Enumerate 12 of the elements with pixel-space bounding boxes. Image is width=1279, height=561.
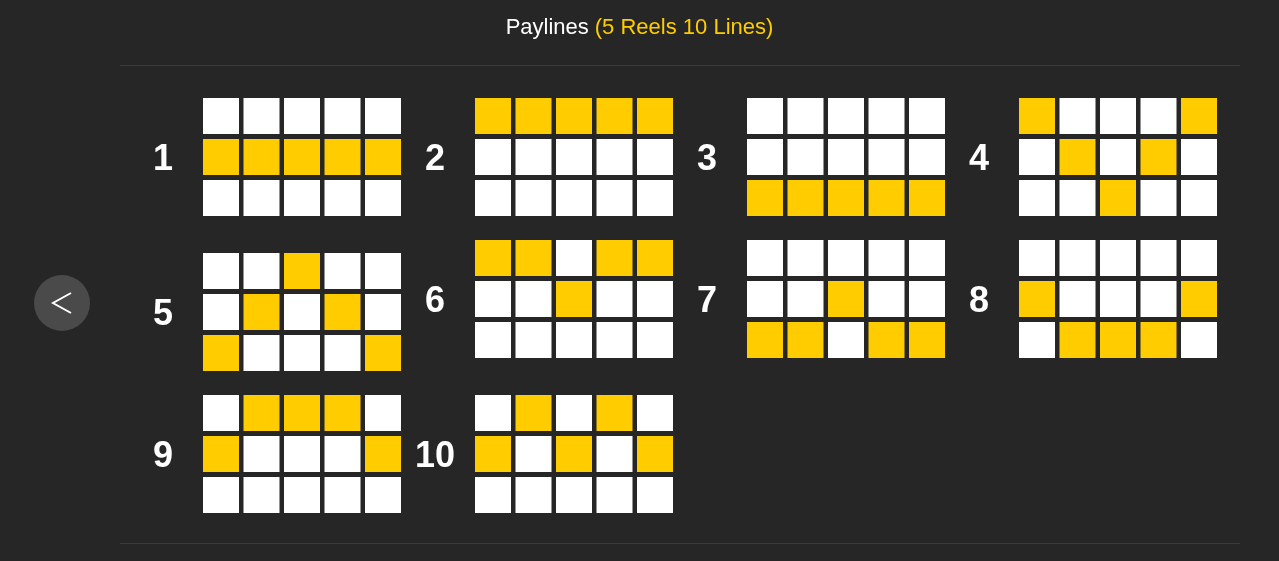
- payline-number: 1: [152, 138, 174, 178]
- payline-number: 2: [424, 138, 446, 178]
- payline-number: 4: [968, 138, 990, 178]
- payline-number: 8: [968, 280, 990, 320]
- title: Paylines: [505, 13, 589, 41]
- payline-number: 3: [696, 138, 718, 178]
- payline-number: 7: [696, 280, 718, 320]
- payline-number: 6: [424, 280, 446, 320]
- payline-number: 9: [152, 435, 174, 475]
- subtitle: (5 Reels 10 Lines): [594, 13, 774, 41]
- payline-number: 10: [413, 435, 456, 475]
- payline-number: 5: [152, 293, 174, 333]
